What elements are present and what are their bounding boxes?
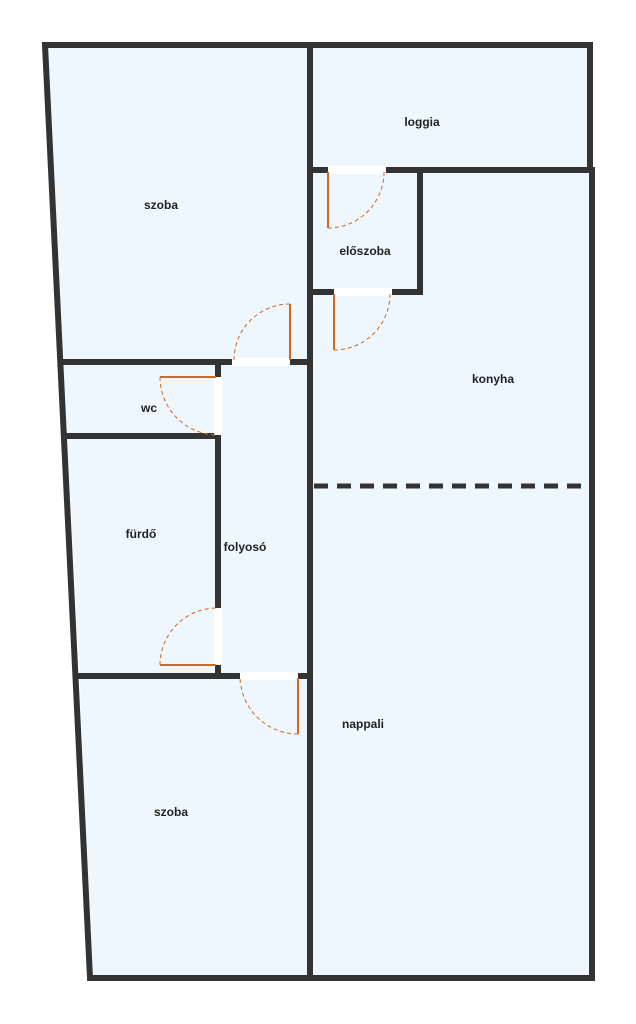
door-swing-arc	[327, 171, 385, 229]
door-szoba-bottom	[239, 677, 299, 735]
door-furdo	[159, 607, 217, 666]
label-folyoso: folyosó	[224, 540, 267, 554]
room-folyoso	[218, 362, 310, 676]
outer-wall-left-block	[41, 42, 310, 981]
room-loggia	[310, 45, 590, 170]
door-swing-arc	[239, 677, 299, 735]
room-furdo	[67, 436, 218, 676]
label-eloszoba: előszoba	[339, 244, 391, 258]
label-furdo: fürdő	[126, 527, 157, 541]
door-openings	[214, 166, 392, 680]
room-szoba-bottom	[80, 676, 310, 978]
room-konyha-nappali	[310, 170, 592, 978]
label-loggia: loggia	[404, 115, 440, 129]
door-swing-arc	[333, 293, 391, 351]
door-wc	[159, 376, 217, 436]
label-szoba-bottom: szoba	[154, 805, 188, 819]
door-szoba-top	[233, 303, 291, 361]
room-wc	[63, 362, 218, 436]
door-loggia-eloszoba	[327, 171, 385, 229]
label-wc: wc	[140, 401, 157, 415]
door-swing-arc	[159, 607, 217, 666]
room-szoba-top	[45, 45, 310, 362]
room-labels: szoba loggia előszoba konyha wc fürdő fo…	[126, 115, 515, 819]
doors	[159, 171, 391, 735]
label-nappali: nappali	[342, 717, 384, 731]
room-fills	[45, 45, 592, 978]
label-konyha: konyha	[472, 372, 514, 386]
label-szoba-top: szoba	[144, 198, 178, 212]
door-swing-arc	[233, 303, 291, 361]
door-eloszoba-konyha	[333, 293, 391, 351]
outer-wall-loggia	[310, 42, 593, 170]
door-swing-arc	[159, 376, 217, 436]
